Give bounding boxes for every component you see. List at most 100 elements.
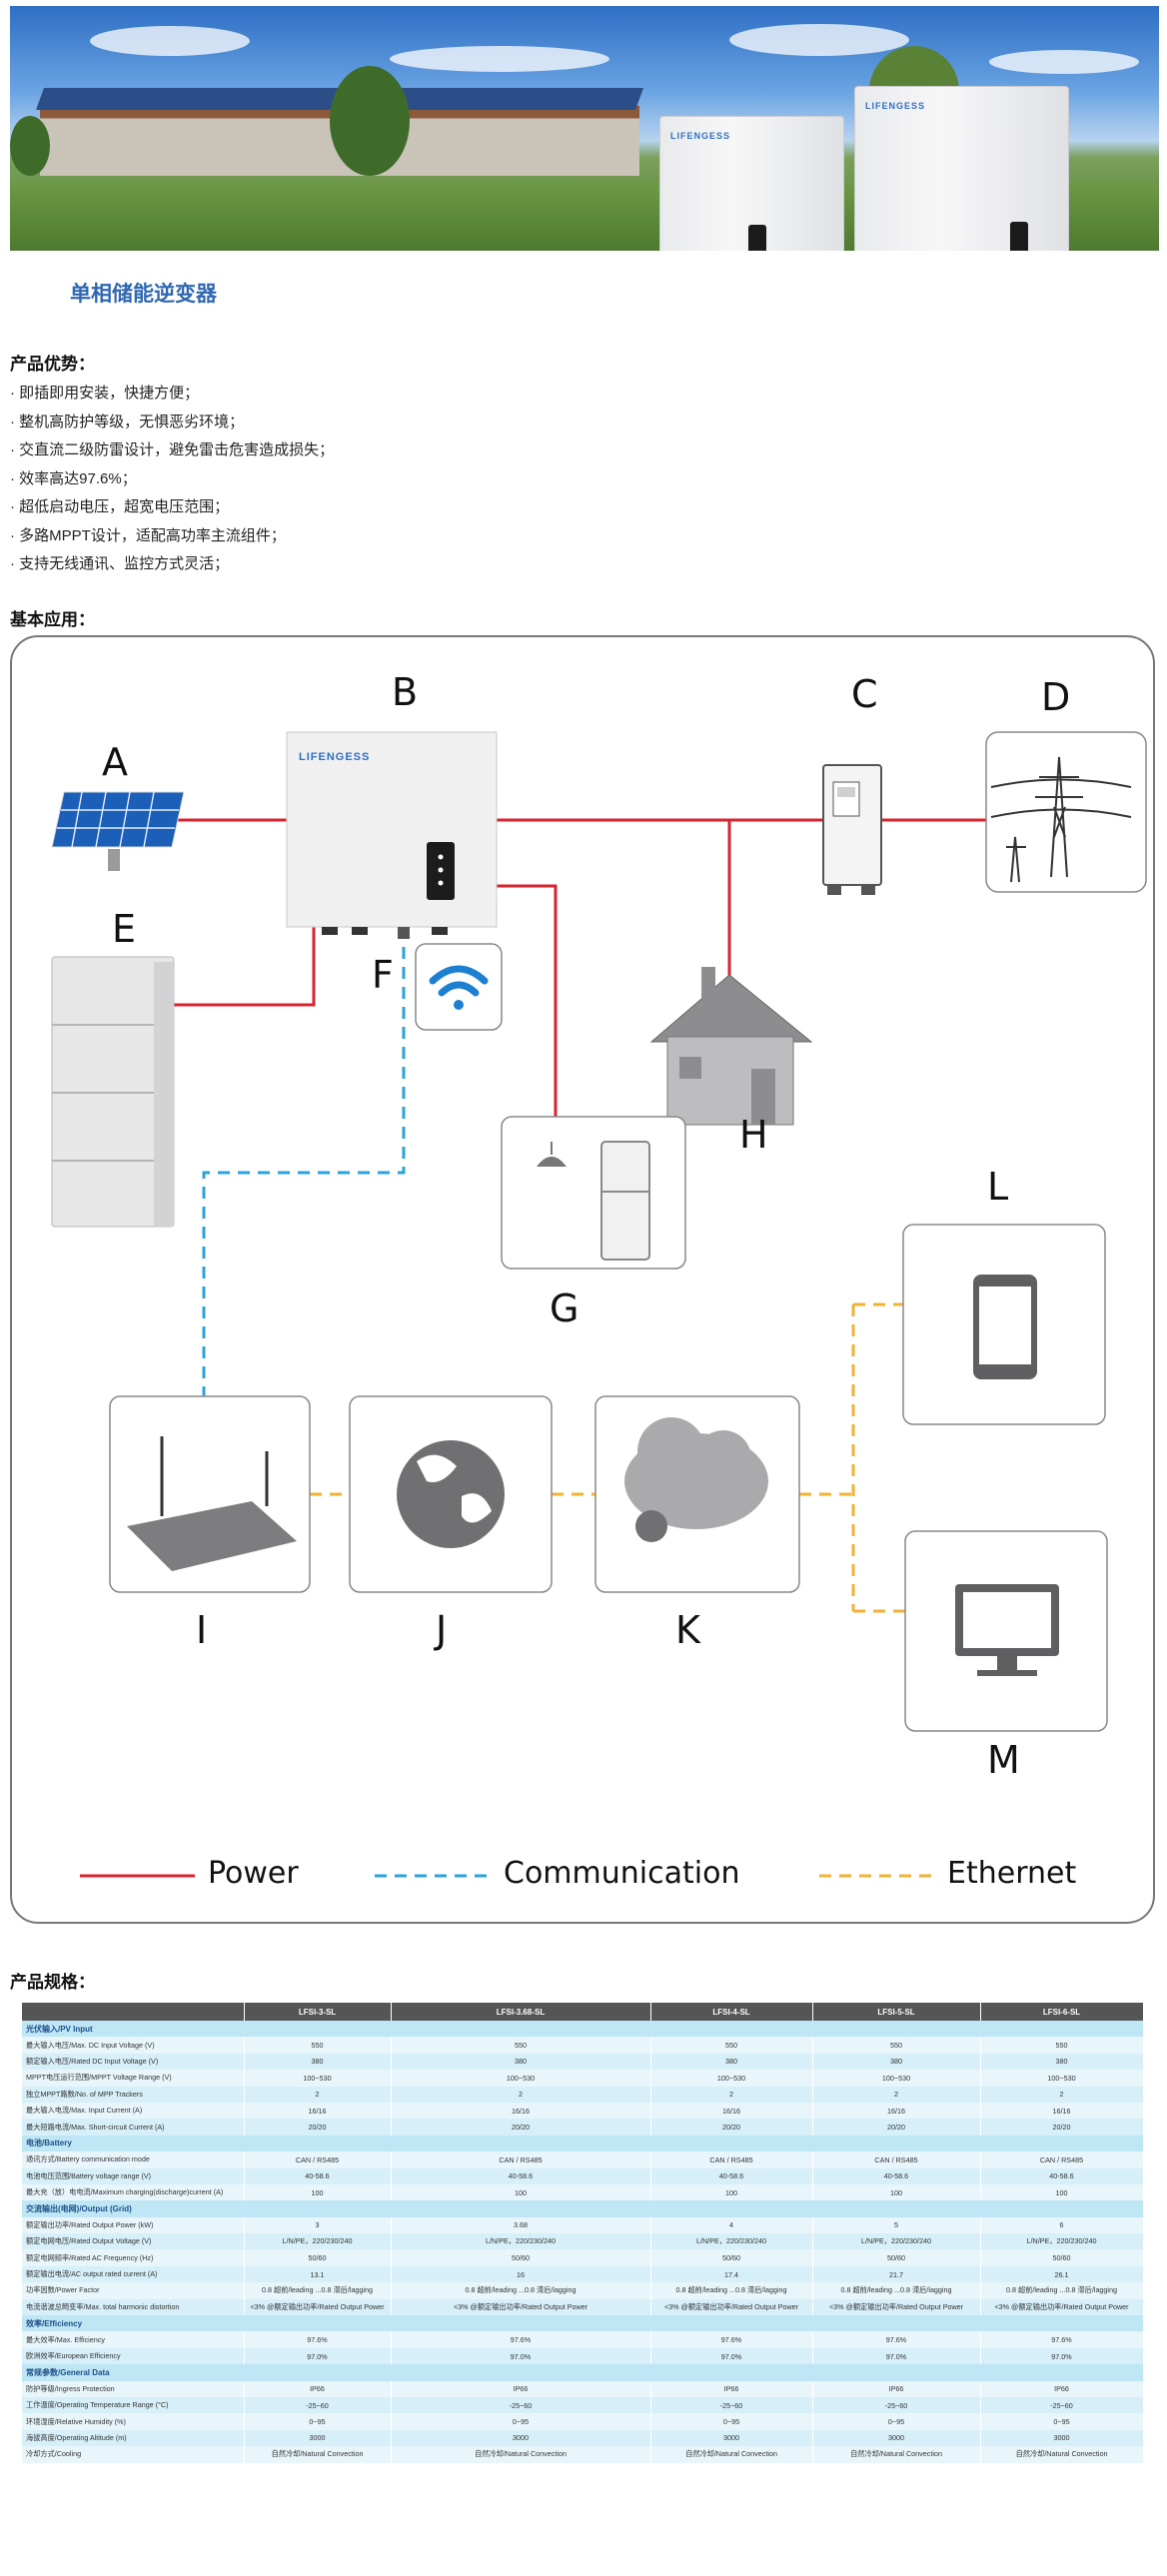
legend-power: Power <box>208 1856 299 1891</box>
spec-cell: 50/60 <box>650 2249 813 2266</box>
advantage-item: 整机高防护等级，无惧恶劣环境； <box>10 409 334 437</box>
spec-cell: 自然冷却/Natural Convection <box>650 2446 813 2463</box>
spec-cell: 自然冷却/Natural Convection <box>391 2446 651 2463</box>
spec-group-title: 常规参数/General Data <box>22 2364 1144 2381</box>
label-k: K <box>675 1608 700 1652</box>
spec-row-label: 欧洲效率/European Efficiency <box>22 2347 245 2365</box>
spec-row-label: 防护等级/Ingress Protection <box>22 2380 245 2397</box>
spec-cell: 0.8 超前/leading ...0.8 滞后/lagging <box>812 2282 981 2299</box>
spec-cell: 0~95 <box>812 2413 981 2430</box>
spec-cell: 3000 <box>650 2429 813 2447</box>
spec-col-header: LFSI-3-SL <box>244 2003 392 2021</box>
spec-cell: 0~95 <box>244 2413 392 2430</box>
spec-cell: -25~60 <box>980 2396 1144 2414</box>
spec-cell: 自然冷却/Natural Convection <box>812 2446 981 2463</box>
spec-cell: 100~530 <box>812 2070 981 2087</box>
spec-cell: IP66 <box>244 2380 392 2397</box>
spec-row-label: 额定输入电压/Rated DC Input Voltage (V) <box>22 2053 245 2071</box>
spec-cell: 0.8 超前/leading ...0.8 滞后/lagging <box>980 2282 1144 2299</box>
label-m: M <box>987 1738 1020 1782</box>
spec-row: 最大短路电流/Max. Short-circuit Current (A)20/… <box>22 2119 1144 2136</box>
spec-cell: 3000 <box>812 2429 981 2447</box>
spec-cell: 50/60 <box>812 2249 981 2266</box>
hero-banner: LIFENGESS LIFENGESS <box>10 6 1159 251</box>
spec-cell: 97.0% <box>391 2347 651 2365</box>
spec-cell: IP66 <box>391 2380 651 2397</box>
spec-cell: 50/60 <box>244 2249 392 2266</box>
spec-cell: <3% @额定输出功率/Rated Output Power <box>244 2298 392 2316</box>
spec-cell: <3% @额定输出功率/Rated Output Power <box>980 2298 1144 2316</box>
spec-cell: 550 <box>650 2037 813 2054</box>
spec-group-title: 交流输出(电网)/Output (Grid) <box>22 2200 1144 2217</box>
spec-cell: 5 <box>812 2216 981 2234</box>
spec-row-label: 通讯方式/Battery communication mode <box>22 2151 245 2168</box>
spec-row: 工作温度/Operating Temperature Range (°C)-25… <box>22 2396 1144 2414</box>
spec-cell: 100 <box>650 2183 813 2201</box>
spec-cell: 0~95 <box>650 2413 813 2430</box>
spec-col-header: LFSI-3.68-SL <box>391 2003 651 2021</box>
globe-icon <box>349 1395 553 1593</box>
advantage-item: 交直流二级防雷设计，避免雷击危害造成损失； <box>10 436 334 465</box>
spec-cell: 3000 <box>244 2429 392 2447</box>
spec-group-row: 效率/Efficiency <box>22 2315 1144 2332</box>
spec-cell: 自然冷却/Natural Convection <box>980 2446 1144 2463</box>
spec-cell: 97.6% <box>650 2331 813 2348</box>
house-icon <box>649 967 813 1126</box>
spec-cell: 20/20 <box>650 2119 813 2136</box>
spec-cell: 0.8 超前/leading ...0.8 滞后/lagging <box>650 2282 813 2299</box>
spec-cell: 3 <box>244 2216 392 2234</box>
spec-heading: 产品规格： <box>10 1973 95 1992</box>
spec-cell: 自然冷却/Natural Convection <box>244 2446 392 2463</box>
inverter-icon <box>286 731 498 939</box>
spec-cell: 2 <box>391 2086 651 2103</box>
spec-cell: 0.8 超前/leading ...0.8 滞后/lagging <box>244 2282 392 2299</box>
label-l: L <box>987 1165 1009 1209</box>
spec-row-label: 海拔高度/Operating Altitude (m) <box>22 2429 245 2447</box>
spec-cell: L/N/PE，220/230/240 <box>391 2233 651 2250</box>
spec-row-label: 环境湿度/Relative Humidity (%) <box>22 2413 245 2430</box>
spec-cell: 3000 <box>391 2429 651 2447</box>
application-heading: 基本应用： <box>10 610 95 629</box>
product-title: 单相储能逆变器 <box>70 283 217 306</box>
spec-row: 通讯方式/Battery communication mode CAN / RS4… <box>22 2151 1144 2168</box>
advantage-item: 多路MPPT设计，适配高功率主流组件； <box>10 522 334 551</box>
advantage-item: 效率高达97.6%； <box>10 465 334 494</box>
spec-cell: <3% @额定输出功率/Rated Output Power <box>650 2298 813 2316</box>
label-c: C <box>851 672 878 716</box>
cloud-icon <box>594 1395 800 1593</box>
label-b: B <box>392 670 419 714</box>
spec-cell: CAN / RS485 <box>391 2151 651 2168</box>
spec-row-label: 额定电网电压/Rated Output Voltage (V) <box>22 2233 245 2250</box>
spec-row: 额定电网电压/Rated Output Voltage (V) L/N/PE，22… <box>22 2233 1144 2250</box>
spec-cell: 20/20 <box>980 2119 1144 2136</box>
spec-row: 电流谐波总畸变率/Max. total harmonic distortion<… <box>22 2298 1144 2316</box>
spec-cell: 550 <box>244 2037 392 2054</box>
tablet-icon <box>902 1224 1106 1425</box>
spec-cell: 17.4 <box>650 2265 813 2283</box>
spec-cell: 2 <box>812 2086 981 2103</box>
spec-cell: 0.8 超前/leading ...0.8 滞后/lagging <box>391 2282 651 2299</box>
label-f: F <box>372 953 394 997</box>
meter-icon <box>822 764 882 895</box>
inverter-brand: LIFENGESS <box>299 751 371 763</box>
spec-cell: -25~60 <box>244 2396 392 2414</box>
label-i: I <box>196 1608 208 1652</box>
label-h: H <box>739 1113 768 1157</box>
appliances-icon <box>501 1116 686 1270</box>
spec-group-title: 电池/Battery <box>22 2135 1144 2152</box>
spec-group-title: 效率/Efficiency <box>22 2315 1144 2332</box>
label-a: A <box>102 740 128 784</box>
spec-row-label: 电池电压范围/Battery voltage range (V) <box>22 2167 245 2184</box>
label-g: G <box>550 1287 580 1330</box>
label-j: J <box>436 1608 448 1652</box>
spec-row-label: 最大输入电流/Max. Input Current (A) <box>22 2102 245 2120</box>
spec-cell: 97.6% <box>980 2331 1144 2348</box>
spec-cell: CAN / RS485 <box>650 2151 813 2168</box>
